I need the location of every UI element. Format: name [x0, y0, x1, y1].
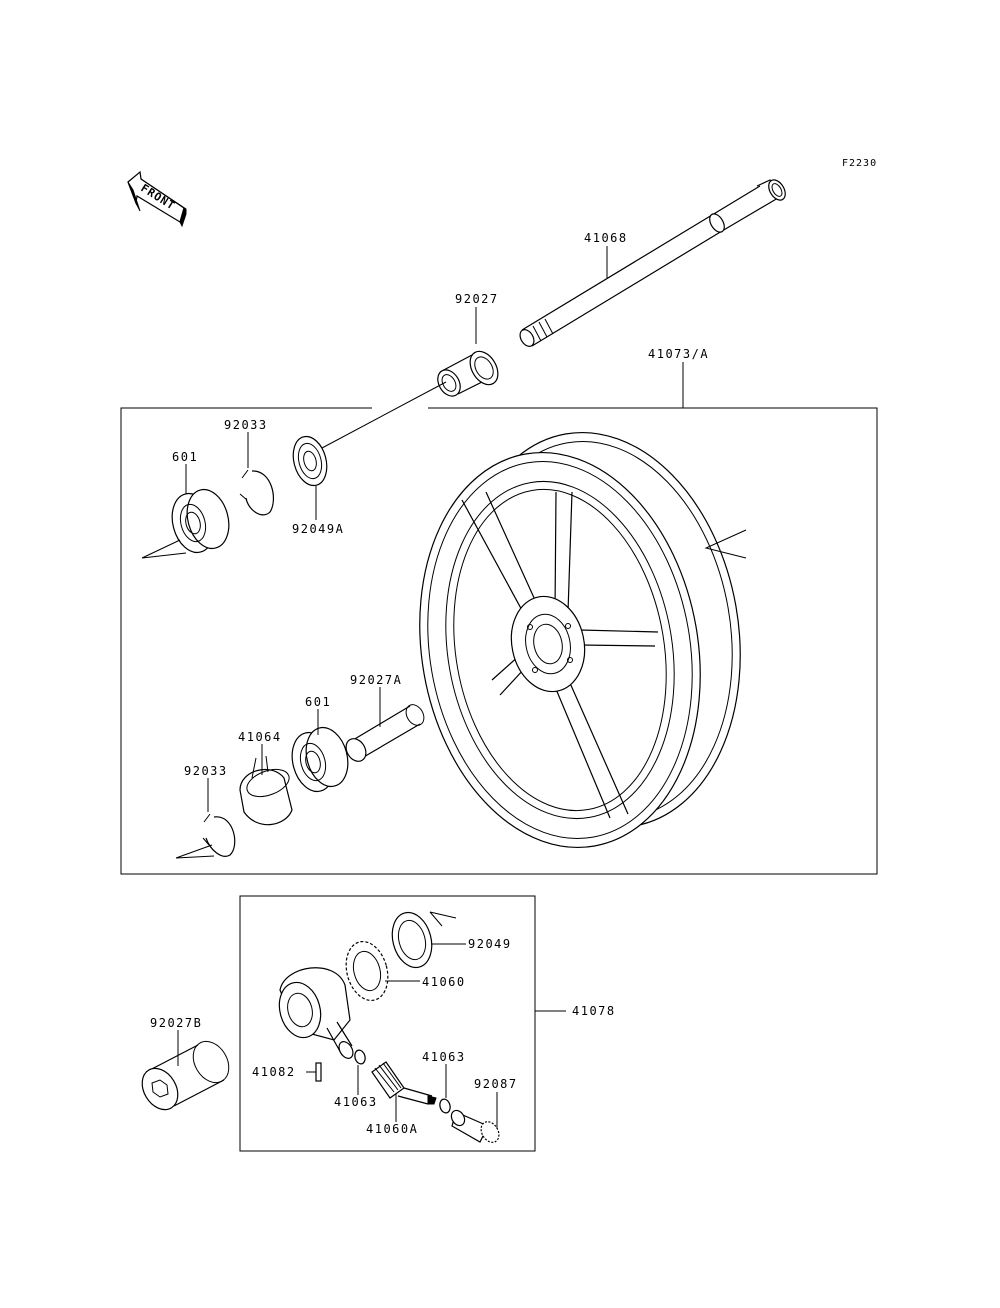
label-bushing: 92087	[474, 1077, 518, 1091]
figure-code: F2230	[842, 158, 877, 169]
bushing	[450, 1109, 500, 1143]
label-bearing-top: 601	[172, 450, 198, 464]
label-gear-housing-assy: 41078	[572, 1004, 616, 1018]
bearing-top	[141, 488, 230, 559]
gear	[345, 940, 389, 1002]
axle	[519, 179, 786, 347]
label-coupling: 41064	[238, 730, 282, 744]
bearing-bottom	[291, 726, 349, 793]
wheel-assembly-box	[120, 407, 878, 875]
washer-left	[354, 1049, 366, 1065]
label-axle: 41068	[584, 231, 628, 245]
label-oil-seal-right: 92049	[468, 937, 512, 951]
label-washer-right: 41063	[422, 1050, 466, 1064]
label-collar-b: 92027B	[150, 1016, 202, 1030]
label-washer-left: 41063	[334, 1095, 378, 1109]
front-arrow-icon: FRONT	[127, 170, 187, 228]
label-pinion: 41060A	[366, 1122, 418, 1136]
label-collar-middle: 92027A	[350, 673, 402, 687]
label-circlip-bottom: 92033	[184, 764, 228, 778]
label-oil-seal-left: 92049A	[292, 522, 344, 536]
pinion	[371, 1061, 437, 1105]
collar-b	[141, 1040, 230, 1111]
label-wheel: 41073/A	[648, 347, 709, 361]
gear-housing-box	[239, 895, 536, 1152]
label-collar-top: 92027	[455, 292, 499, 306]
collar-middle	[345, 704, 425, 762]
pin	[315, 1062, 322, 1082]
front-wheel	[419, 431, 747, 849]
oil-seal-left	[292, 435, 328, 487]
label-gear: 41060	[422, 975, 466, 989]
label-bearing-bottom: 601	[305, 695, 331, 709]
coupling	[239, 755, 293, 826]
circlip-bottom	[175, 813, 236, 859]
collar-top	[437, 350, 499, 397]
circlip-top	[239, 469, 274, 516]
oil-seal-right	[391, 911, 457, 969]
label-pin: 41082	[252, 1065, 296, 1079]
washer-right	[439, 1098, 451, 1114]
label-circlip-top: 92033	[224, 418, 268, 432]
gear-housing	[278, 967, 354, 1059]
